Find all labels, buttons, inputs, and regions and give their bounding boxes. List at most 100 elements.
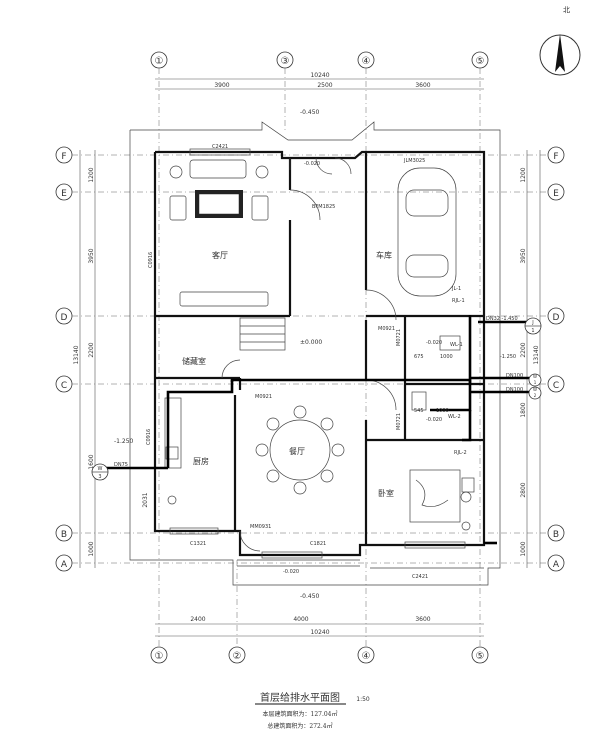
dim-bottom-seg-2: 4000 bbox=[293, 616, 308, 623]
tag-jl1-letter: J bbox=[531, 320, 533, 326]
bed-icon bbox=[409, 469, 475, 523]
room-dining: 餐厅 bbox=[289, 447, 305, 456]
axis-row-b-right: B bbox=[553, 530, 559, 540]
pipe-tag-jl1: J 1 bbox=[524, 317, 542, 335]
room-garage: 车库 bbox=[376, 250, 392, 260]
fixtures-icon bbox=[164, 335, 472, 531]
dim-left-4: 1600 bbox=[88, 454, 95, 469]
area-this-floor: 本层建筑面积为：127.04㎡ bbox=[263, 710, 338, 718]
row-axis-markers: F F E E D D C C B B A A bbox=[55, 146, 565, 572]
dim-top-seg-1: 3900 bbox=[214, 82, 229, 89]
car-icon bbox=[397, 167, 457, 297]
axis-row-a-right: A bbox=[553, 560, 560, 570]
axis-row-d-right: D bbox=[553, 313, 560, 323]
right-dimensions: 1200 3950 2200 1800 2800 1000 13140 bbox=[520, 150, 541, 568]
axis-row-d-left: D bbox=[61, 313, 68, 323]
dim-right-1: 1200 bbox=[520, 167, 527, 182]
dim-right-2: 3950 bbox=[520, 248, 527, 263]
elev-top: -0.450 bbox=[300, 109, 320, 116]
axis-row-a-left: A bbox=[61, 560, 68, 570]
tag-w1-number: 1 bbox=[534, 380, 537, 385]
axis-row-e-left: E bbox=[61, 189, 67, 199]
annotations: -0.450 -0.450 -0.020 -0.020 -0.020 -0.02… bbox=[114, 109, 523, 600]
axis-row-b-left: B bbox=[61, 530, 67, 540]
dim-left-6: 1000 bbox=[88, 541, 95, 556]
label-c0916-left: C0916 bbox=[148, 252, 154, 268]
dim-bottom-seg-1: 2400 bbox=[190, 616, 205, 623]
dim-right-5: 2800 bbox=[520, 482, 527, 497]
sofa-set-icon bbox=[169, 159, 269, 307]
tag-jl1-number: 1 bbox=[531, 328, 534, 334]
elev-floor: ±0.000 bbox=[300, 339, 322, 346]
drawing-scale: 1:50 bbox=[356, 696, 370, 703]
dim-left-1: 1200 bbox=[88, 167, 95, 182]
axis-row-f-left: F bbox=[61, 152, 66, 162]
label-mm0931: MM0931 bbox=[250, 524, 271, 530]
room-kitchen: 厨房 bbox=[193, 456, 209, 466]
dim-left-5: 2031 bbox=[142, 492, 149, 507]
door-swings bbox=[221, 157, 397, 552]
label-m0921-b: M0921 bbox=[255, 394, 272, 400]
elev-porch: -0.020 bbox=[283, 569, 299, 575]
axis-row-f-right: F bbox=[553, 152, 558, 162]
pipe-tag-w3: W 3 bbox=[91, 463, 109, 481]
dim-top-seg-3: 3600 bbox=[415, 82, 430, 89]
label-m0921-a: M0921 bbox=[378, 326, 395, 332]
top-axis-markers: ① ③ ④ ⑤ bbox=[150, 51, 489, 69]
bottom-dimensions: 2400 4000 3600 10240 bbox=[155, 616, 484, 637]
room-living: 客厅 bbox=[212, 250, 228, 260]
label-dn100-a: DN100 bbox=[506, 373, 523, 379]
title-block: 首层给排水平面图 1:50 本层建筑面积为：127.04㎡ 总建筑面积为：272… bbox=[255, 691, 370, 730]
label-c2421-top: C2421 bbox=[212, 144, 228, 150]
axis-bottom-1: ① bbox=[155, 651, 164, 662]
label-jlm3025: JLM3025 bbox=[403, 158, 425, 164]
elev-bath2: -0.020 bbox=[426, 417, 442, 423]
axis-bottom-3: ④ bbox=[362, 651, 371, 662]
building-walls bbox=[129, 121, 501, 586]
top-dimensions: 10240 3900 2500 3600 bbox=[155, 72, 484, 90]
room-labels: 客厅 车库 储藏室 厨房 餐厅 卧室 bbox=[182, 250, 394, 498]
dim-right-4: 1800 bbox=[520, 402, 527, 417]
dim-left-3: 2200 bbox=[88, 342, 95, 357]
axis-row-c-left: C bbox=[61, 381, 67, 391]
dim-top-total: 10240 bbox=[310, 72, 329, 79]
drawing-title: 首层给排水平面图 bbox=[260, 691, 340, 704]
axis-top-2: ③ bbox=[281, 56, 290, 67]
stair-symbol bbox=[239, 317, 286, 351]
tag-w2-number: 2 bbox=[534, 393, 537, 398]
left-dimensions: 1200 3950 2200 1600 2031 1000 13140 bbox=[73, 150, 149, 568]
tag-w1-letter: W bbox=[533, 374, 537, 379]
label-m0721-a: M0721 bbox=[396, 329, 402, 346]
elev-right-pipe: -1.250 bbox=[500, 354, 516, 360]
tag-w2-letter: W bbox=[533, 387, 537, 392]
label-d675: 675 bbox=[414, 354, 424, 360]
elev-kitchen-pipe: -1.250 bbox=[114, 438, 134, 445]
tag-w3-letter: W bbox=[98, 466, 103, 472]
dim-top-seg-2: 2500 bbox=[317, 82, 332, 89]
dim-left-2: 3950 bbox=[88, 248, 95, 263]
label-d545: 545 bbox=[414, 408, 424, 414]
label-c0916-kitchen: C0916 bbox=[146, 429, 152, 445]
label-c1821: C1821 bbox=[310, 541, 326, 547]
label-dn75: DN75 bbox=[114, 462, 128, 468]
elev-entry: -0.020 bbox=[304, 161, 320, 167]
label-c1321: C1321 bbox=[190, 541, 206, 547]
pipe-tag-w1: W 1 bbox=[528, 373, 542, 387]
axis-bottom-2: ② bbox=[233, 651, 242, 662]
label-jl1: JL-1 bbox=[451, 286, 461, 292]
axis-row-e-right: E bbox=[553, 189, 559, 199]
dim-right-3: 2200 bbox=[520, 342, 527, 357]
area-total: 总建筑面积为：272.4㎡ bbox=[267, 722, 332, 730]
north-arrow-icon: 北 bbox=[539, 6, 581, 76]
label-dn100-b: DN100 bbox=[506, 387, 523, 393]
axis-top-1: ① bbox=[155, 56, 164, 67]
axis-row-c-right: C bbox=[553, 381, 559, 391]
tag-w3-number: 3 bbox=[98, 474, 101, 480]
dim-bottom-total: 10240 bbox=[310, 629, 329, 636]
dim-right-total: 13140 bbox=[533, 345, 540, 364]
pipe-runs bbox=[106, 315, 532, 545]
elev-bath: -0.020 bbox=[426, 340, 442, 346]
axis-top-4: ⑤ bbox=[476, 56, 485, 67]
axis-bottom-4: ⑤ bbox=[476, 651, 485, 662]
